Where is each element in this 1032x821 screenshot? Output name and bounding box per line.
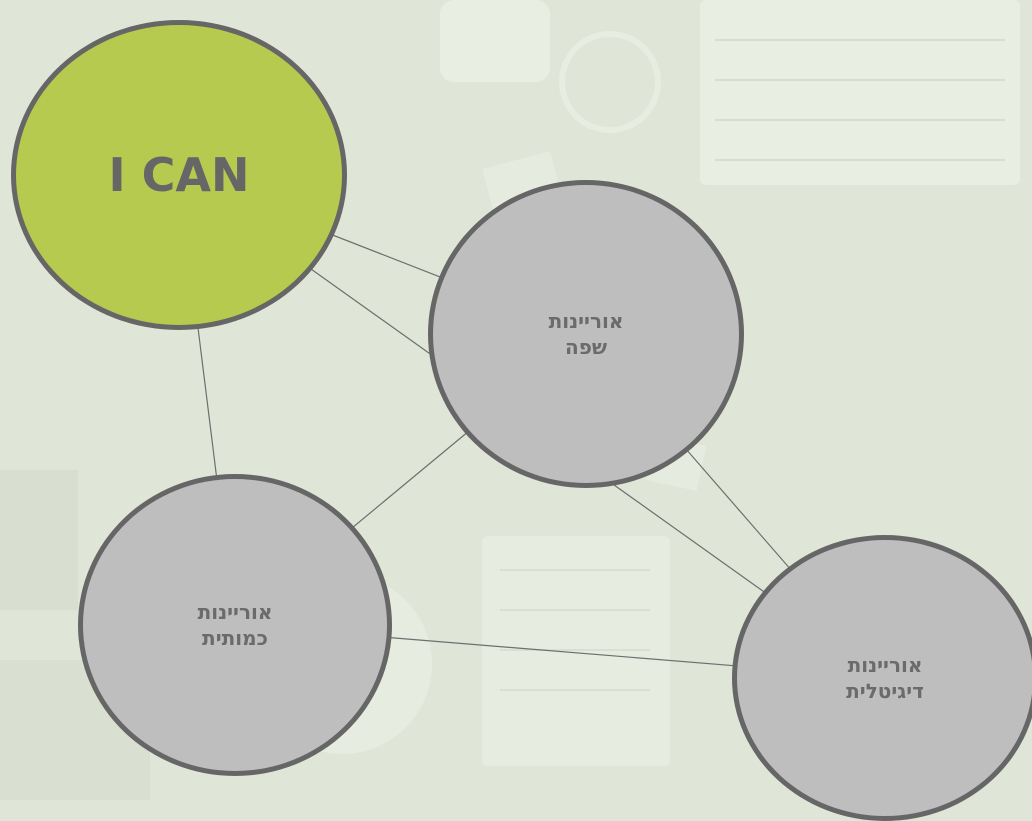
node-digital-literacy-label: אוריינות דיגיטלית (846, 653, 924, 703)
node-quantitative-literacy: אוריינות כמותית (78, 474, 392, 776)
node-i-can: I CAN (11, 20, 347, 330)
node-language-literacy-label: אוריינות שפה (548, 309, 624, 359)
node-digital-literacy: אוריינות דיגיטלית (732, 535, 1032, 821)
node-quantitative-literacy-label: אוריינות כמותית (197, 600, 273, 650)
node-language-literacy: אוריינות שפה (428, 180, 744, 488)
node-i-can-label: I CAN (108, 148, 250, 202)
